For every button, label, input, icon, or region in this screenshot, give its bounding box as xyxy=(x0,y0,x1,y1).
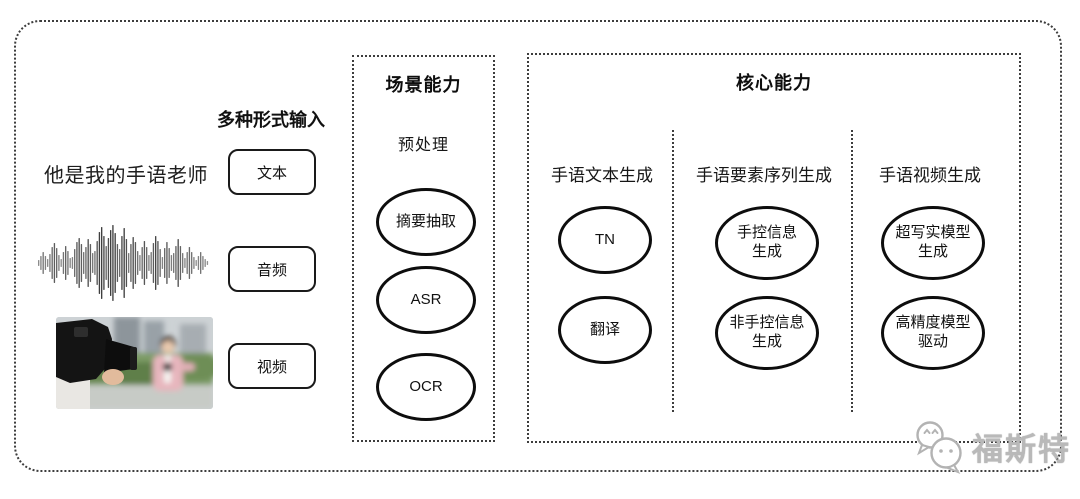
column-header-video-generation: 手语视频生成 xyxy=(879,166,981,185)
input-type-label: 音频 xyxy=(256,261,287,279)
core-capability-panel: 核心能力 手语文本生成 手语要素序列生成 手语视频生成 TN 翻译 手控信息 生… xyxy=(527,53,1021,443)
node-label-line1: 手控信息 xyxy=(736,224,797,242)
input-group-label: 多种形式输入 xyxy=(217,110,325,130)
column-header-element-sequence-generation: 手语要素序列生成 xyxy=(696,166,832,185)
node-label-line2: 生成 xyxy=(751,243,782,260)
input-type-box-video: 视频 xyxy=(228,343,316,389)
core-panel-title: 核心能力 xyxy=(736,73,812,93)
node-label-line2: 驱动 xyxy=(917,333,948,350)
node-label-line2: 生成 xyxy=(917,243,948,260)
node-nonmanual-info-generation: 非手控信息 生成 xyxy=(715,296,819,370)
node-label: TN xyxy=(595,230,615,248)
scene-capability-panel: 场景能力 预处理 摘要抽取 ASR OCR xyxy=(352,55,495,442)
node-manual-info-generation: 手控信息 生成 xyxy=(715,206,819,280)
node-hyperrealistic-model-generation: 超写实模型 生成 xyxy=(881,206,985,280)
node-label: 摘要抽取 xyxy=(395,212,456,230)
node-label-line1: 高精度模型 xyxy=(895,314,971,332)
sample-sentence-text: 他是我的手语老师 xyxy=(44,165,208,187)
watermark-text: 福斯特 xyxy=(972,431,1071,467)
node-label: ASR xyxy=(410,290,442,308)
chat-bubbles-icon xyxy=(916,421,962,474)
node-label: OCR xyxy=(409,377,443,395)
column-header-text-generation: 手语文本生成 xyxy=(551,166,653,185)
node-label-line1: 超写实模型 xyxy=(895,224,971,242)
column-divider xyxy=(851,130,853,412)
video-thumbnail-graphic xyxy=(56,317,213,409)
node-label: 翻译 xyxy=(589,320,620,338)
node-asr: ASR xyxy=(376,266,476,334)
audio-waveform-image xyxy=(38,225,209,301)
input-type-label: 视频 xyxy=(256,358,287,376)
camera-silhouette xyxy=(56,319,137,409)
node-summary-extraction: 摘要抽取 xyxy=(376,188,476,256)
node-translation: 翻译 xyxy=(558,296,652,364)
node-highprecision-model-driving: 高精度模型 驱动 xyxy=(881,296,985,370)
outer-dotted-frame xyxy=(14,20,1062,472)
input-type-box-audio: 音频 xyxy=(228,246,316,292)
watermark: 福斯特 xyxy=(910,418,1071,474)
node-tn: TN xyxy=(558,206,652,274)
column-divider xyxy=(672,130,674,412)
preprocessing-label: 预处理 xyxy=(397,137,449,154)
node-label-line2: 生成 xyxy=(751,333,782,350)
input-type-box-text: 文本 xyxy=(228,149,316,195)
node-ocr: OCR xyxy=(376,353,476,421)
scene-panel-title: 场景能力 xyxy=(385,75,462,95)
node-label-line1: 非手控信息 xyxy=(729,314,805,332)
video-thumbnail xyxy=(56,317,213,409)
input-type-label: 文本 xyxy=(256,164,287,182)
